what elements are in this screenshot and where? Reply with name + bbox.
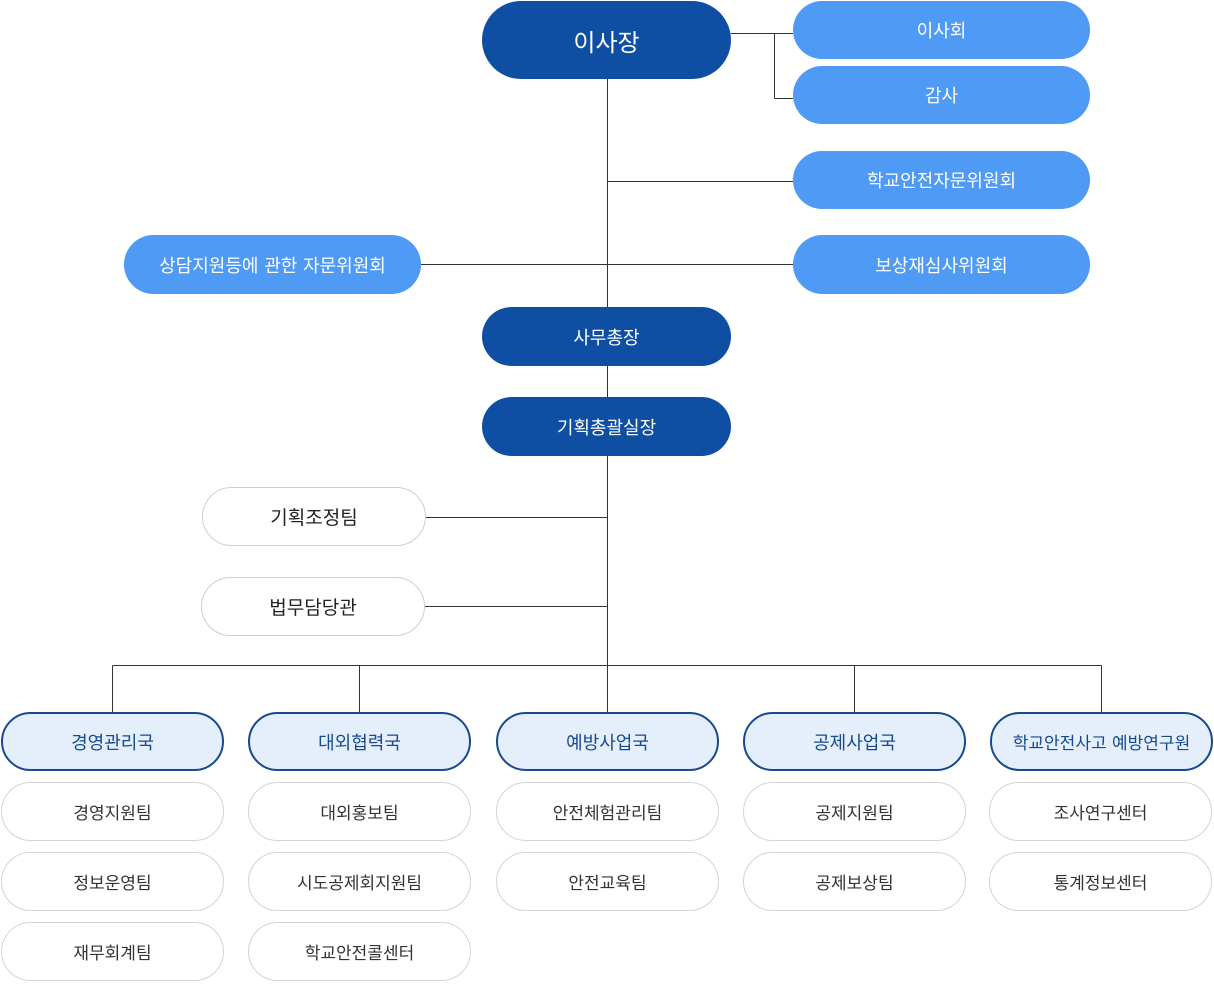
secretary-general-node: 사무총장 bbox=[482, 307, 731, 366]
department-node: 예방사업국 bbox=[496, 712, 719, 771]
team-node: 공제보상팀 bbox=[743, 852, 966, 911]
team-node: 학교안전콜센터 bbox=[248, 922, 471, 981]
legal-officer-node: 법무담당관 bbox=[201, 577, 425, 636]
chairman-node: 이사장 bbox=[482, 1, 731, 79]
team-node: 대외홍보팀 bbox=[248, 782, 471, 841]
counseling-committee-node: 상담지원등에 관한 자문위원회 bbox=[124, 235, 421, 294]
compensation-committee-node: 보상재심사위원회 bbox=[793, 235, 1090, 294]
department-node: 경영관리국 bbox=[1, 712, 224, 771]
planning-director-node: 기획총괄실장 bbox=[482, 397, 731, 456]
team-node: 통계정보센터 bbox=[989, 852, 1212, 911]
board-node: 이사회 bbox=[793, 1, 1090, 59]
department-node: 학교안전사고 예방연구원 bbox=[990, 712, 1213, 771]
team-node: 안전교육팀 bbox=[496, 852, 719, 911]
team-node: 경영지원팀 bbox=[1, 782, 224, 841]
planning-team-node: 기획조정팀 bbox=[202, 487, 426, 546]
school-safety-committee-node: 학교안전자문위원회 bbox=[793, 151, 1090, 209]
team-node: 공제지원팀 bbox=[743, 782, 966, 841]
auditor-node: 감사 bbox=[793, 66, 1090, 124]
department-node: 공제사업국 bbox=[743, 712, 966, 771]
team-node: 재무회계팀 bbox=[1, 922, 224, 981]
team-node: 정보운영팀 bbox=[1, 852, 224, 911]
team-node: 시도공제회지원팀 bbox=[248, 852, 471, 911]
department-node: 대외협력국 bbox=[248, 712, 471, 771]
team-node: 조사연구센터 bbox=[989, 782, 1212, 841]
team-node: 안전체험관리팀 bbox=[496, 782, 719, 841]
